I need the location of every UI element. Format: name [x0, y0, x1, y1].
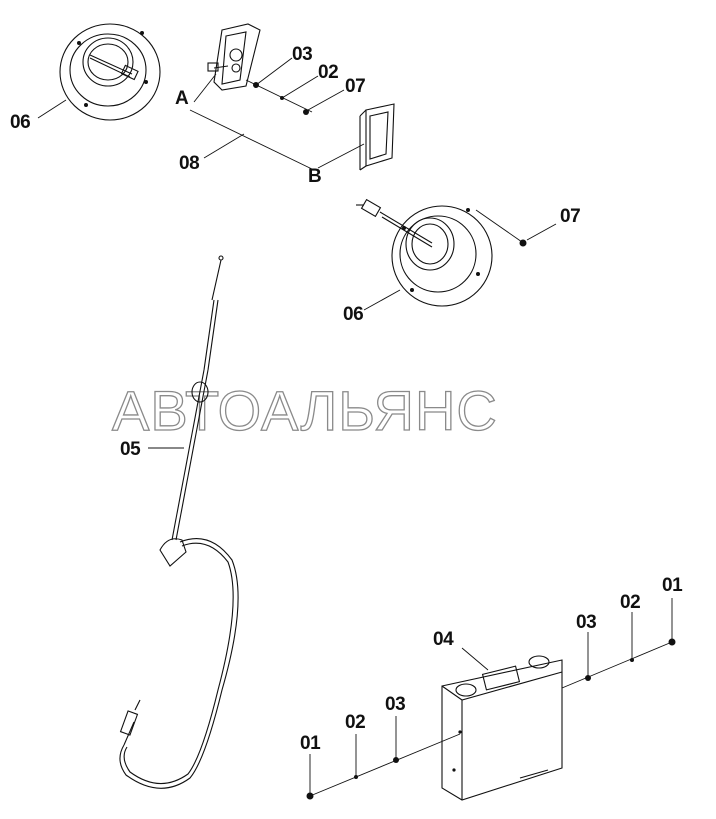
- cable-line-08: [189, 109, 315, 171]
- right-flange-part: [356, 198, 493, 307]
- label-right-01: 01: [662, 575, 683, 596]
- mount-bracket-part: [207, 23, 261, 91]
- leader-unit: [461, 647, 489, 671]
- label-left-03: 03: [385, 694, 405, 715]
- label-right-flange-06: 06: [343, 304, 363, 325]
- label-point-a: A: [175, 88, 189, 109]
- bracket-hardware: [245, 57, 345, 115]
- watermark: АВТОАЛЬЯНС: [112, 379, 498, 442]
- leader-b: [317, 143, 365, 169]
- leader-right-07: [526, 223, 557, 241]
- label-unit-04: 04: [433, 629, 454, 650]
- leader-right-06: [363, 289, 401, 311]
- label-upper-flange: 06: [10, 112, 30, 133]
- label-right-02: 02: [620, 592, 640, 613]
- leader-cable: [203, 133, 245, 159]
- label-bracket-03: 03: [292, 44, 312, 65]
- leader-a: [193, 73, 217, 103]
- radio-unit-part: [441, 655, 563, 801]
- label-antenna-05: 05: [120, 439, 141, 460]
- label-bracket-02: 02: [318, 62, 338, 83]
- label-left-01: 01: [300, 733, 321, 754]
- leader-upper-flange: [37, 99, 67, 119]
- upper-flange-part: [59, 23, 161, 121]
- label-point-b: B: [308, 166, 321, 187]
- label-right-03: 03: [576, 612, 596, 633]
- antenna-part: [119, 255, 239, 789]
- right-flange-screw: [519, 239, 527, 247]
- label-right-flange-07: 07: [560, 206, 580, 227]
- label-bracket-07: 07: [345, 76, 365, 97]
- right-hardware: [561, 598, 676, 689]
- left-hardware: [306, 716, 461, 800]
- cover-plate-part: [359, 103, 395, 171]
- label-cable-08: 08: [179, 153, 199, 174]
- leader-right-screw: [475, 209, 523, 243]
- label-left-02: 02: [345, 712, 365, 733]
